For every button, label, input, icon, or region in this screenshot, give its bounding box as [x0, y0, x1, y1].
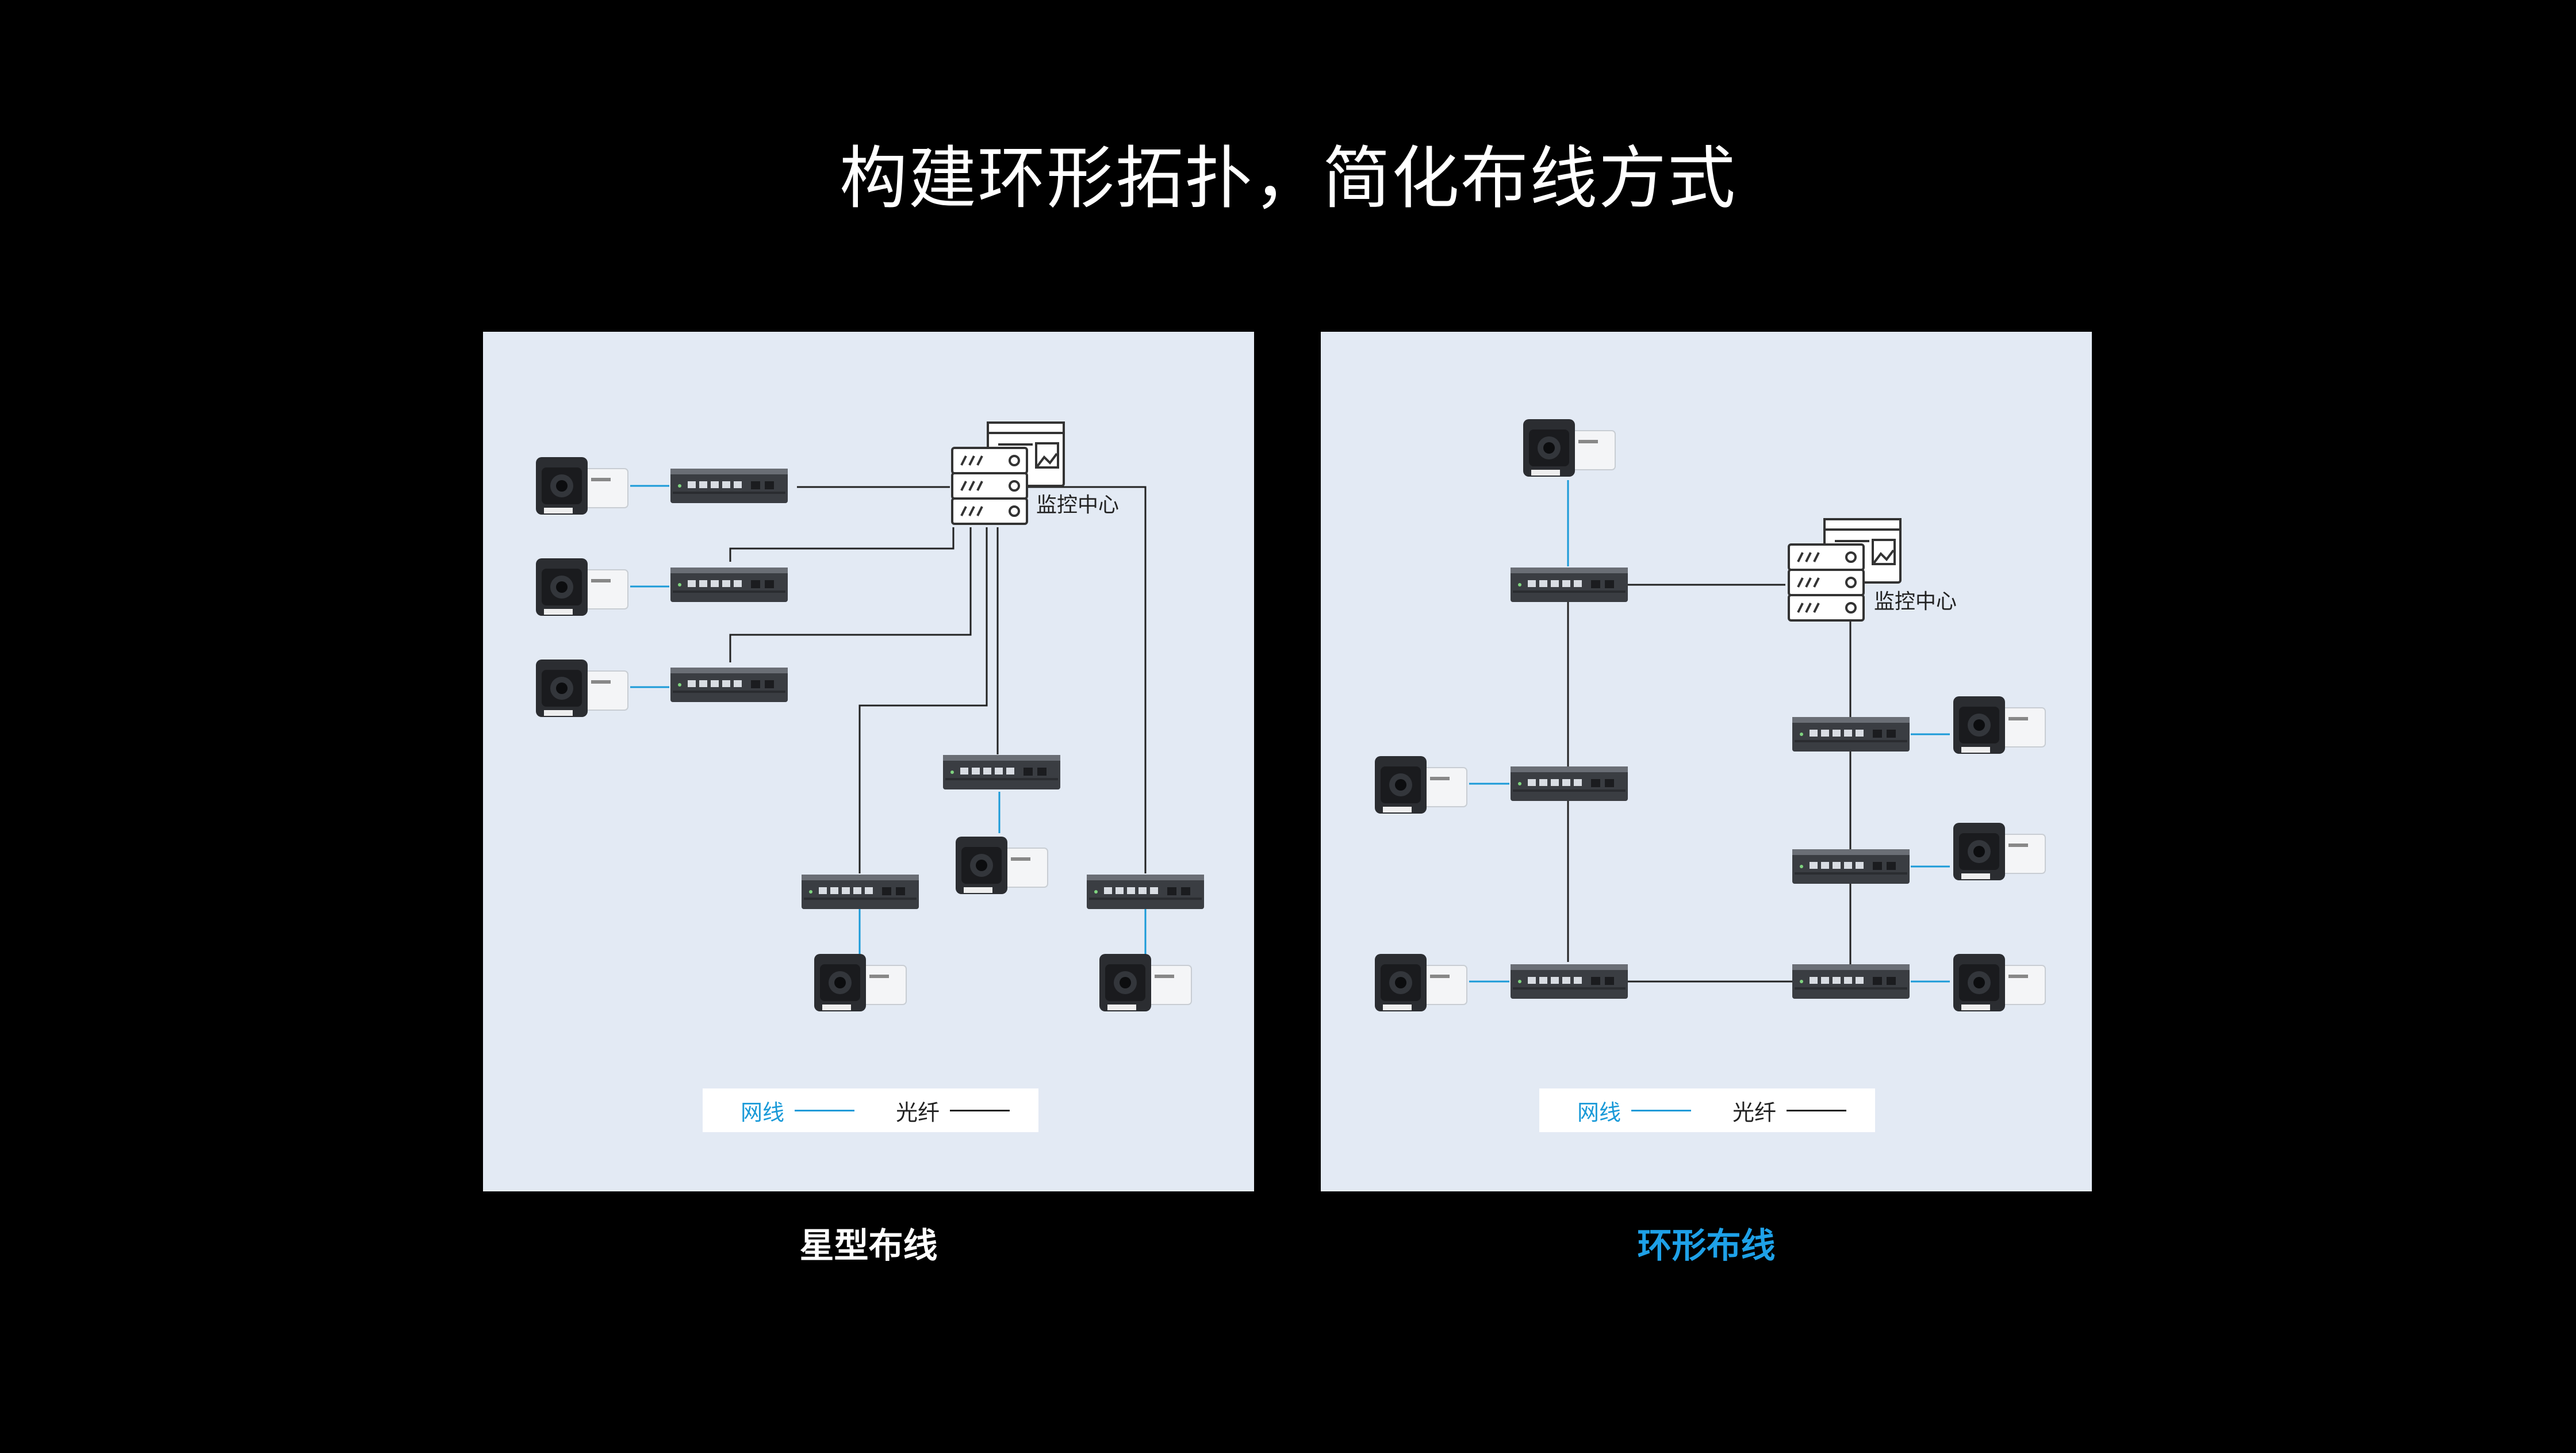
- camera-2: [535, 558, 628, 616]
- legend: 网线 光纤: [1539, 1088, 1875, 1132]
- switch-5: [802, 875, 919, 909]
- fiber-links: [729, 486, 1147, 873]
- wire-line-icon: [1631, 1109, 1692, 1111]
- page-title: 构建环形拓扑，简化布线方式: [839, 139, 1736, 218]
- ring-topology-diagram: 监控中心: [1374, 419, 2046, 1012]
- switch-3: [670, 668, 788, 702]
- camera-3: [535, 659, 628, 718]
- fiber-ring: [1567, 584, 1851, 983]
- camera-6: [1099, 953, 1192, 1012]
- fiber-line-icon: [950, 1109, 1010, 1111]
- switch-4: [943, 755, 1060, 789]
- ring-camera-5: [1953, 822, 2046, 881]
- camera-4: [955, 836, 1048, 895]
- ring-camera-2: [1374, 756, 1467, 814]
- ring-switch-3: [1511, 964, 1628, 999]
- ring-camera-1: [1523, 419, 1616, 477]
- ring-switch-1: [1511, 568, 1628, 602]
- legend: 网线 光纤: [703, 1088, 1038, 1132]
- ring-camera-3: [1374, 953, 1467, 1012]
- ethernet-links: [630, 485, 1147, 955]
- ring-switch-5: [1792, 849, 1910, 884]
- legend-fiber: 光纤: [896, 1095, 1010, 1126]
- star-topology-diagram: 监控中心: [535, 421, 1204, 1012]
- ring-switch-2: [1511, 766, 1628, 801]
- ring-camera-6: [1953, 696, 2046, 754]
- wire-line-icon: [795, 1109, 855, 1111]
- ethernet-links: [1469, 480, 1950, 983]
- ring-topology-panel: 监控中心 网线 光纤: [1321, 332, 2092, 1191]
- ring-switch-6: [1792, 717, 1910, 752]
- legend-fiber: 光纤: [1732, 1095, 1847, 1126]
- monitoring-center-label: 监控中心: [1874, 590, 1957, 614]
- ring-switch-4: [1792, 964, 1910, 999]
- star-caption: 星型布线: [799, 1226, 938, 1266]
- monitoring-center-label: 监控中心: [1036, 493, 1119, 517]
- camera-5: [814, 953, 907, 1012]
- ring-camera-4: [1953, 953, 2046, 1012]
- switch-6: [1087, 875, 1204, 909]
- switch-2: [670, 568, 788, 602]
- camera-1: [535, 457, 628, 515]
- switch-1: [670, 469, 788, 503]
- fiber-line-icon: [1787, 1109, 1847, 1111]
- legend-wire: 网线: [741, 1095, 855, 1126]
- ring-caption: 环形布线: [1637, 1226, 1776, 1266]
- star-topology-panel: 监控中心 网线 光纤: [483, 332, 1254, 1191]
- legend-wire: 网线: [1577, 1095, 1692, 1126]
